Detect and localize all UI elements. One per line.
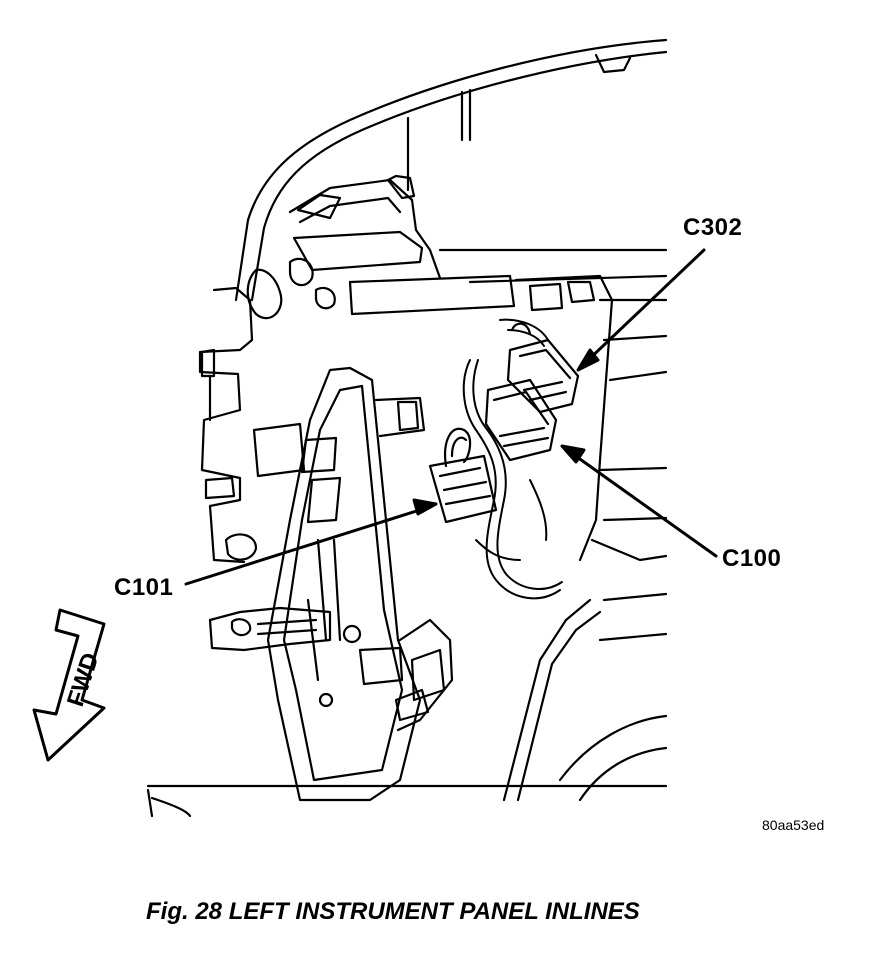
c101-leader-line xyxy=(184,506,428,586)
c101-label: C101 xyxy=(114,574,174,601)
connector-region-frame xyxy=(514,274,668,562)
pedal-support-column xyxy=(266,366,426,802)
mounting-bracket xyxy=(198,286,306,564)
figure-caption: Fig. 28 LEFT INSTRUMENT PANEL INLINES xyxy=(146,898,640,925)
leader-lines xyxy=(184,248,718,586)
windshield-pillar xyxy=(234,38,668,302)
dash-upper-structure xyxy=(246,174,668,320)
c100-arrowhead xyxy=(560,444,586,464)
image-code: 80aa53ed xyxy=(762,817,825,833)
fwd-arrow-shape xyxy=(32,608,106,762)
kick-panel xyxy=(358,618,454,732)
c302-arrowhead xyxy=(576,348,600,372)
floor-and-lower-trim xyxy=(146,592,668,818)
connector-c101 xyxy=(428,427,498,524)
lower-bracket xyxy=(208,606,332,652)
c101-arrowhead xyxy=(412,498,438,516)
c302-leader-line xyxy=(582,248,706,366)
connector-c302-c100 xyxy=(484,322,580,462)
fwd-arrow: FWD xyxy=(32,608,106,762)
c302-label: C302 xyxy=(683,214,743,241)
c100-label: C100 xyxy=(722,545,782,572)
fwd-label: FWD xyxy=(62,650,105,710)
c100-leader-line xyxy=(568,450,718,558)
